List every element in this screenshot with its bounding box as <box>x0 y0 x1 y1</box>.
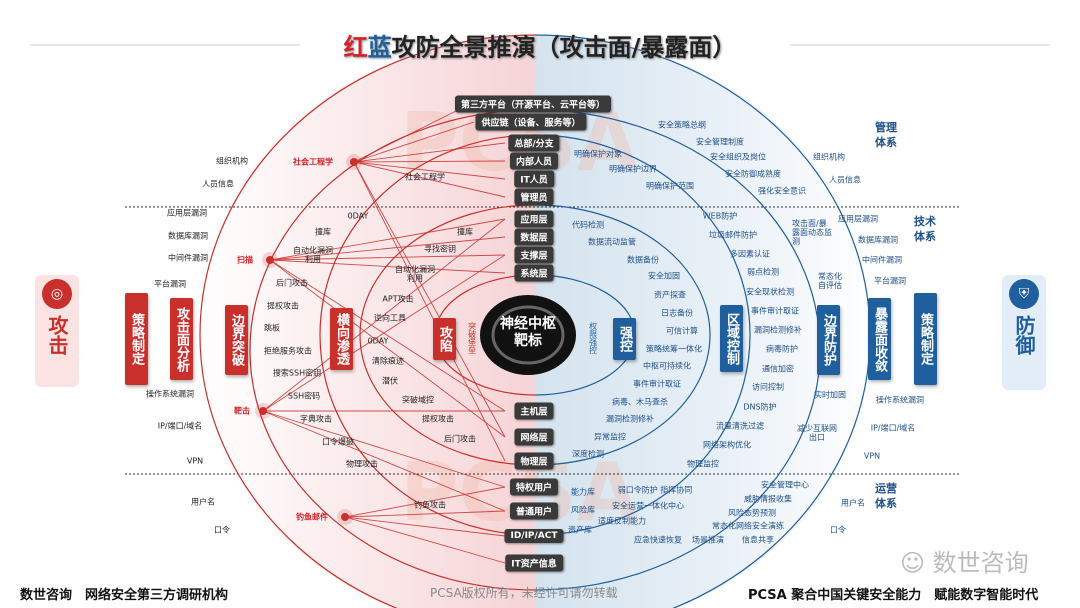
node: 支撑层 <box>514 246 554 264</box>
wechat-icon: ☺ <box>900 549 926 577</box>
shield-icon: ⛨ <box>1009 279 1039 309</box>
node: 总部/分支 <box>508 134 560 152</box>
attack-stage: 攻陷 <box>433 318 456 360</box>
attack-stage: 边界突破 <box>225 305 248 375</box>
node: 应用层 <box>514 210 554 228</box>
node: 主机层 <box>514 402 554 420</box>
defense-stage: 区域控制 <box>720 305 743 372</box>
node: IT资产信息 <box>505 554 563 572</box>
attack-stage: 攻击面分析 <box>170 298 193 380</box>
node: 第三方平台（开源平台、云平台等） <box>454 95 612 113</box>
node: 管理员 <box>514 188 554 206</box>
footer-copyright: PCSA版权所有，未经许可请勿转载 <box>430 586 618 600</box>
node: 普通用户 <box>509 502 559 520</box>
defense-stage: 边界防护 <box>817 305 840 375</box>
defense-badge: ⛨ 防御 <box>1002 275 1046 390</box>
node: IT人员 <box>514 170 554 188</box>
defense-stage: 暴露面收敛 <box>868 298 891 380</box>
source-dot <box>341 513 349 521</box>
node: 特权用户 <box>509 478 559 496</box>
footer-right: PCSA 聚合中国关键安全能力 赋能数字智能时代 <box>748 588 1039 603</box>
node: 网络层 <box>514 428 554 446</box>
node: 数据层 <box>514 228 554 246</box>
wechat-watermark: ☺ 数世咨询 <box>900 549 1029 577</box>
node: 物理层 <box>514 452 554 470</box>
ring-label-left: 突破堡垒 <box>467 322 477 354</box>
node: 内部人员 <box>509 152 559 170</box>
system-label: 管理体系 <box>875 121 897 149</box>
attack-badge: ◎ 攻击 <box>35 275 79 387</box>
source-dot <box>259 407 267 415</box>
ring-label-right: 权限强控 <box>588 322 598 354</box>
source-dot <box>266 256 274 264</box>
attack-source: 钓鱼邮件 <box>296 512 328 522</box>
target-icon: ◎ <box>42 279 72 309</box>
defense-stage: 强控 <box>613 318 636 360</box>
system-label: 技术体系 <box>914 215 936 243</box>
attack-source: 社会工程学 <box>293 157 333 167</box>
node: 供应链（设备、服务等） <box>475 113 587 131</box>
system-label: 运营体系 <box>875 482 897 510</box>
page-title: 红蓝攻防全景推演（攻击面/暴露面） <box>343 33 737 62</box>
node: ID/IP/ACT <box>504 529 564 543</box>
defense-stage: 策略制定 <box>914 293 937 385</box>
attack-stage: 横向渗透 <box>330 308 353 370</box>
attack-source: 扫描 <box>237 255 253 265</box>
node: 系统层 <box>514 264 554 282</box>
attack-stage: 策略制定 <box>125 293 148 385</box>
source-dot <box>350 158 358 166</box>
attack-source: 靶击 <box>234 406 250 416</box>
footer-left: 数世咨询 网络安全第三方调研机构 <box>20 588 229 603</box>
